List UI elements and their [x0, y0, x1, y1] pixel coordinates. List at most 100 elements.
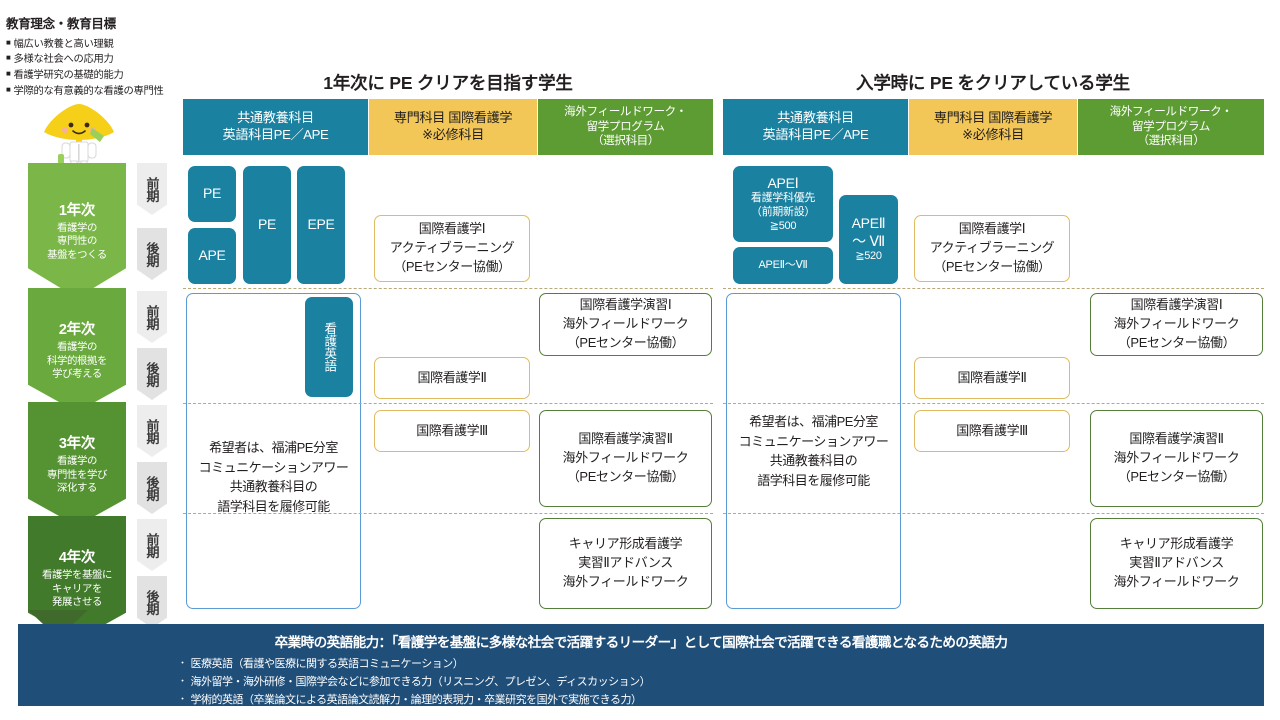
course-box-ape1-right[interactable]: APEⅠ 看護学科優先 （前期新設） ≧500 [733, 166, 833, 242]
year-desc-line1: 看護学の [57, 222, 97, 234]
course-line3: （PEセンター協働） [393, 258, 511, 274]
course-box-pe-1[interactable]: PE [188, 166, 236, 222]
divider-year1-2 [183, 288, 713, 289]
course-line2: 実習Ⅱアドバンス [1129, 555, 1224, 571]
course-line2: アクティブラーニング [389, 240, 515, 256]
course-line3: （PEセンター協働） [933, 258, 1051, 274]
term-label: 後期 [144, 475, 160, 501]
column-header-overseas-right: 海外フィールドワーク・ 留学プログラム （選択科目） [1078, 99, 1264, 155]
course-line1: APEⅡ [851, 215, 886, 232]
list-item: ■多様な社会への応用力 [6, 52, 276, 68]
course-line2: 海外フィールドワーク [562, 450, 689, 466]
course-box-kokusai2-left[interactable]: 国際看護学Ⅱ [374, 357, 530, 399]
course-box-enshu2-right[interactable]: 国際看護学演習Ⅱ 海外フィールドワーク （PEセンター協働） [1090, 410, 1263, 507]
course-box-kokusai3-left[interactable]: 国際看護学Ⅲ [374, 410, 530, 452]
course-box-ape2-7-right[interactable]: APEⅡ ～ Ⅶ ≧520 [839, 195, 898, 284]
elective-note-line4: 語学科目を履修可能 [757, 472, 870, 488]
philosophy-item-label: 幅広い教養と高い理観 [13, 38, 114, 50]
column-header-common-right: 共通教養科目 英語科目PE／APE [723, 99, 908, 155]
elective-note-line4: 語学科目を履修可能 [217, 498, 330, 514]
philosophy-block: 教育理念・教育目標 ■幅広い教養と高い理観 ■多様な社会への応用力 ■看護学研究… [6, 16, 276, 100]
divider-year2-3-right [723, 403, 1264, 404]
column-header-line2: 英語科目PE／APE [222, 127, 329, 142]
list-item: ■幅広い教養と高い理観 [6, 37, 276, 53]
course-box-ape[interactable]: APE [188, 228, 236, 284]
course-line2: ～ Ⅶ [852, 232, 885, 249]
course-box-pe-2[interactable]: PE [243, 166, 291, 284]
year-label: 4年次 [58, 550, 96, 567]
term-chevron-y1-first: 前期 [137, 163, 167, 215]
year-desc-line1: 看護学の [57, 342, 97, 354]
course-box-kokusai2-right[interactable]: 国際看護学Ⅱ [914, 357, 1070, 399]
list-item: ・学術的英語（卒業論文による英語論文読解力・論理的表現力・卒業研究を国外で実施で… [178, 692, 1264, 710]
course-line1: 国際看護学演習Ⅰ [579, 297, 672, 313]
course-line2: 海外フィールドワーク [562, 316, 689, 332]
column-header-line2: 留学プログラム [586, 119, 665, 133]
column-header-major-right: 専門科目 国際看護学 ※必修科目 [909, 99, 1077, 155]
term-label: 後期 [144, 589, 160, 615]
ginkgo-mascot-icon [30, 98, 128, 170]
footer-item-label: 医療英語（看護や医療に関する英語コミュニケーション） [190, 658, 464, 670]
course-box-enshu2-left[interactable]: 国際看護学演習Ⅱ 海外フィールドワーク （PEセンター協働） [539, 410, 712, 507]
course-line1: 国際看護学Ⅰ [958, 221, 1026, 237]
course-line3: （PEセンター協働） [566, 468, 685, 484]
footer-item-label: 学術的英語（卒業論文による英語論文読解力・論理的表現力・卒業研究を国外で実施でき… [190, 693, 642, 706]
column-header-line1: 共通教養科目 [237, 110, 314, 126]
course-line2: 看護学科優先 [750, 192, 816, 205]
year-label: 1年次 [58, 202, 96, 219]
elective-note-line3: 共通教養科目の [229, 479, 318, 494]
term-label: 前期 [144, 176, 160, 202]
course-box-kokusai3-right[interactable]: 国際看護学Ⅲ [914, 410, 1070, 452]
year-desc-line2: 専門性を学び [47, 469, 107, 481]
list-item: ■学際的な有意義的な看護の専門性 [6, 84, 276, 100]
course-line3: 海外フィールドワーク [1113, 573, 1240, 589]
term-chevron-y3-first: 前期 [137, 405, 167, 457]
term-label: 前期 [144, 304, 160, 330]
course-box-career-left[interactable]: キャリア形成看護学 実習Ⅱアドバンス 海外フィールドワーク [539, 518, 712, 609]
philosophy-item-label: 学際的な有意義的な看護の専門性 [13, 86, 164, 98]
column-header-overseas-left: 海外フィールドワーク・ 留学プログラム （選択科目） [538, 99, 713, 155]
course-box-epe[interactable]: EPE [297, 166, 345, 284]
year-desc-line3: 基盤をつくる [47, 249, 107, 261]
course-box-kokusai1-left[interactable]: 国際看護学Ⅰ アクティブラーニング （PEセンター協働） [374, 215, 530, 282]
footer-banner: 卒業時の英語能力：「看護学を基盤に多様な社会で活躍するリーダー」として国際社会で… [18, 624, 1264, 706]
course-line4: ≧500 [769, 219, 797, 232]
divider-year3-4 [183, 513, 713, 514]
philosophy-list: ■幅広い教養と高い理観 ■多様な社会への応用力 ■看護学研究の基礎的能力 ■学際… [6, 37, 276, 101]
term-chevron-y3-second: 後期 [137, 462, 167, 514]
course-line3: 海外フィールドワーク [562, 573, 689, 589]
list-item: ・医療英語（看護や医療に関する英語コミュニケーション） [178, 656, 1264, 674]
course-line3: （PEセンター協働） [1117, 334, 1236, 350]
column-header-line2: ※必修科目 [422, 127, 484, 142]
year-chevron-3: 3年次 看護学の 専門性を学び 深化する [28, 402, 126, 526]
divider-year2-3 [183, 403, 713, 404]
course-line1: 国際看護学演習Ⅱ [578, 431, 673, 447]
course-box-career-right[interactable]: キャリア形成看護学 実習Ⅱアドバンス 海外フィールドワーク [1090, 518, 1263, 609]
bullet-icon: ・ [178, 675, 187, 686]
course-line3: （PEセンター協働） [566, 334, 685, 350]
group-title-right: 入学時に PE をクリアしている学生 [856, 73, 1130, 93]
course-line1: 国際看護学演習Ⅱ [1129, 431, 1224, 447]
philosophy-title: 教育理念・教育目標 [6, 17, 116, 31]
course-label: 看護英語 [322, 322, 337, 372]
course-box-enshu1-right[interactable]: 国際看護学演習Ⅰ 海外フィールドワーク （PEセンター協働） [1090, 293, 1263, 356]
course-line2: 海外フィールドワーク [1113, 450, 1240, 466]
course-line2: 海外フィールドワーク [1113, 316, 1240, 332]
year-desc-line2: 専門性の [57, 236, 97, 248]
year-desc-line1: 看護学を基盤に [42, 570, 112, 582]
course-line1: キャリア形成看護学 [568, 536, 683, 552]
course-box-ape2-7-small-right[interactable]: APEⅡ～Ⅶ [733, 247, 833, 284]
course-box-nursing-english-left[interactable]: 看護英語 [305, 297, 353, 397]
divider-year1-2-right [723, 288, 1264, 289]
course-box-kokusai1-right[interactable]: 国際看護学Ⅰ アクティブラーニング （PEセンター協働） [914, 215, 1070, 282]
course-box-enshu1-left[interactable]: 国際看護学演習Ⅰ 海外フィールドワーク （PEセンター協働） [539, 293, 712, 356]
course-line1: APEⅠ [767, 174, 799, 191]
term-label: 前期 [144, 418, 160, 444]
year-desc-line3: 発展させる [52, 597, 102, 609]
term-label: 後期 [144, 241, 160, 267]
column-header-line1: 海外フィールドワーク・ [1109, 104, 1233, 118]
course-line1: 国際看護学Ⅰ [418, 221, 486, 237]
column-header-line1: 専門科目 国際看護学 [393, 110, 513, 126]
footer-item-label: 海外留学・海外研修・国際学会などに参加できる力（リスニング、プレゼン、ディスカッ… [190, 675, 651, 688]
